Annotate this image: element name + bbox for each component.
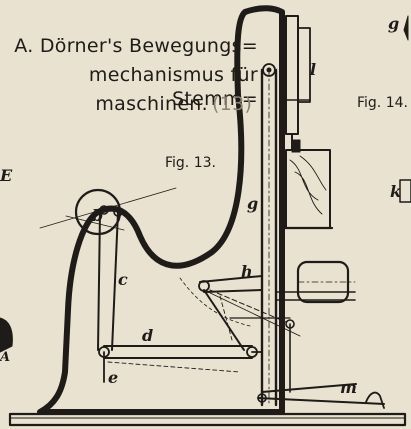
- fig14-label: Fig. 14.: [357, 95, 408, 111]
- rod-c: [97, 211, 119, 351]
- part-letter-d: d: [142, 326, 154, 345]
- edge-letter-E: E: [0, 166, 13, 185]
- link-d: [103, 345, 253, 359]
- base-plate: [8, 412, 407, 427]
- title-line-3: maschinen.: [95, 93, 208, 115]
- part-letter-b: b: [92, 206, 104, 225]
- part-letter-g: g: [247, 194, 259, 213]
- part-letter-l: l: [310, 60, 317, 79]
- edge-letter-A: A: [0, 350, 11, 365]
- edge-letter-g: g: [388, 14, 400, 33]
- part-letter-h: h: [241, 262, 253, 281]
- tool-slide: [285, 15, 299, 135]
- title-line-2: mechanismus für Stemm=: [88, 64, 258, 110]
- part-letter-m: m: [340, 378, 357, 397]
- treadle-m: [257, 383, 385, 405]
- part-letter-c: c: [118, 270, 128, 289]
- title-reference: (13): [212, 93, 253, 115]
- edge-letter-k: k: [390, 182, 402, 201]
- fig13-label: Fig. 13.: [165, 155, 216, 171]
- crank-disc: [74, 188, 122, 236]
- title-line-1: A. Dörner's Bewegungs=: [14, 35, 258, 57]
- part-letter-e: e: [108, 368, 119, 387]
- machine-frame: [37, 5, 285, 415]
